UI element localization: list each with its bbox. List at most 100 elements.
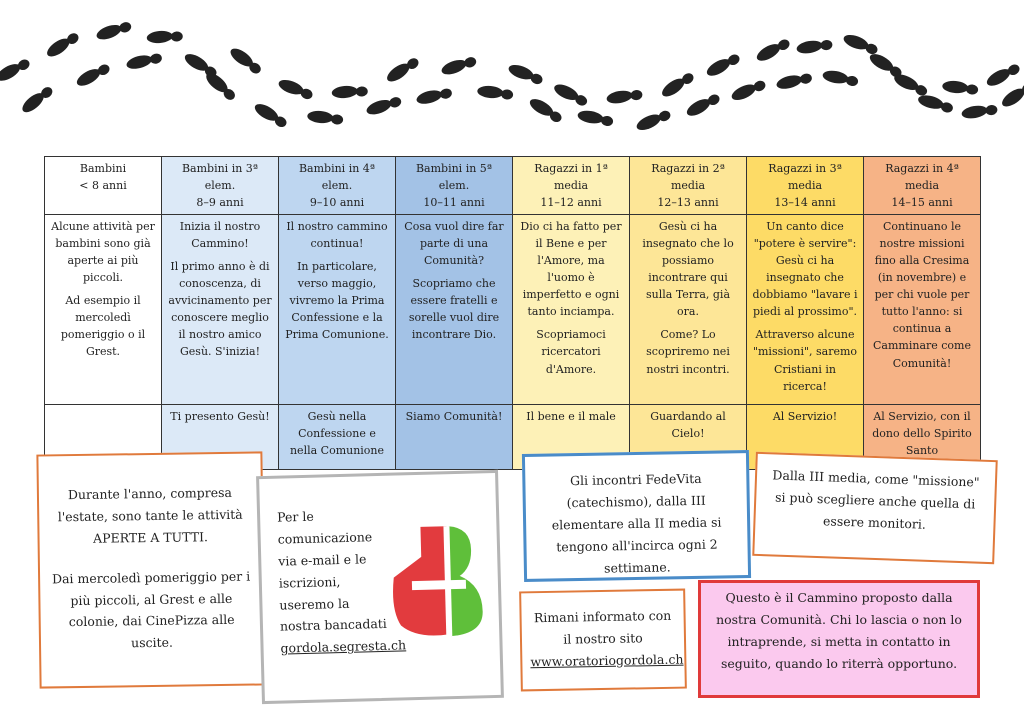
header-cell: Bambini in 5ª elem. 10–11 anni — [395, 155, 513, 216]
footer-cell: Gesù nella Confessione e nella Comunione — [278, 403, 396, 470]
column-title: Bambini in 5ª elem. — [415, 162, 493, 193]
footprint-icon — [986, 64, 1020, 86]
column-title: Ragazzi in 3ª media — [768, 162, 842, 193]
body-text: Il nostro cammino continua! — [286, 220, 388, 251]
body-text: Scopriamoci ricercatori d'Amore. — [536, 328, 606, 376]
column-age: 13–14 anni — [774, 196, 836, 210]
footprint-icon — [508, 65, 543, 85]
column-age: 14–15 anni — [891, 196, 953, 210]
column-age: 11–12 anni — [540, 196, 602, 210]
footprint-icon — [477, 85, 514, 100]
body-cell: Un canto dice "potere è servire": Gesù c… — [746, 214, 864, 405]
footprints-trail — [0, 22, 1024, 131]
footprint-icon — [961, 105, 998, 119]
footprint-icon — [636, 110, 671, 131]
body-text: Continuano le nostre missioni fino alla … — [873, 220, 971, 370]
body-cell: Dio ci ha fatto per il Bene e per l'Amor… — [512, 214, 630, 405]
column-age: < 8 anni — [79, 179, 127, 193]
column-title: Bambini in 4ª elem. — [298, 162, 376, 193]
monitors-box: Dalla III media, come "missione" si può … — [752, 451, 998, 565]
footprint-icon — [278, 80, 313, 100]
oratorio-logo-icon — [393, 526, 483, 637]
website-text: Rimani informato con il nostro sito — [533, 607, 672, 647]
footprint-icon — [843, 35, 878, 55]
footprint-icon — [387, 58, 419, 82]
website-link[interactable]: www.oratoriogordola.ch — [530, 651, 684, 670]
body-text: Cosa vuol dire far parte di una Comunità… — [404, 220, 504, 268]
footprint-icon — [796, 40, 833, 54]
body-text: Scopriamo che essere fratelli e sorelle … — [408, 277, 500, 342]
footprint-icon — [554, 84, 588, 106]
footprint-icon — [0, 59, 30, 81]
header-cell: Ragazzi in 1ª media 11–12 anni — [512, 155, 630, 216]
monitors-text: Dalla III media, come "missione" si può … — [772, 467, 980, 532]
body-cell: Alcune attività per bambini sono già ape… — [44, 214, 162, 405]
body-cell: Inizia il nostro Cammino! Il primo anno è… — [161, 214, 279, 405]
footprint-icon — [822, 70, 859, 87]
footprint-icon — [918, 95, 953, 113]
body-text: Ad esempio il mercoledì pomeriggio o il … — [60, 294, 146, 359]
communications-text: Per le comunicazione via e-mail e le isc… — [276, 508, 388, 635]
activities-open-box: Durante l'anno, compresa l'estate, sono … — [36, 451, 266, 689]
body-cell: Continuano le nostre missioni fino alla … — [863, 214, 981, 405]
body-text: Attraverso alcune "missioni", saremo Cri… — [752, 328, 858, 393]
footprint-icon — [96, 22, 132, 40]
table-header-row: Bambini < 8 anni Bambini in 3ª elem.8–9 a… — [44, 155, 981, 216]
footprint-icon — [22, 87, 53, 113]
footprint-icon — [307, 110, 344, 125]
footprint-icon — [942, 80, 979, 95]
footprint-icon — [126, 53, 162, 69]
column-age: 12–13 anni — [657, 196, 719, 210]
catechism-path-table: Bambini < 8 anni Bambini in 3ª elem.8–9 a… — [44, 155, 981, 470]
footprint-icon — [894, 74, 928, 96]
website-box: Rimani informato con il nostro sito www.… — [519, 588, 687, 692]
body-text: Gesù ci ha insegnato che lo possiamo inc… — [642, 220, 734, 319]
body-text: Alcune attività per bambini sono già ape… — [51, 220, 155, 285]
header-cell: Bambini in 4ª elem. 9–10 anni — [278, 155, 396, 216]
footprint-icon — [731, 80, 766, 101]
footprint-icon — [366, 97, 402, 115]
footprint-icon — [606, 90, 643, 104]
body-cell: Gesù ci ha insegnato che lo possiamo inc… — [629, 214, 747, 405]
header-cell: Bambini < 8 anni — [44, 155, 162, 216]
path-info-text: Questo è il Cammino proposto dalla nostr… — [716, 590, 962, 671]
body-text: Come? Lo scopriremo nei nostri incontri. — [646, 328, 730, 376]
header-cell: Ragazzi in 4ª media 14–15 anni — [863, 155, 981, 216]
footprint-icon — [776, 73, 812, 89]
header-cell: Ragazzi in 2ª media 12–13 anni — [629, 155, 747, 216]
body-cell: Cosa vuol dire far parte di una Comunità… — [395, 214, 513, 405]
column-title: Ragazzi in 1ª media — [534, 162, 608, 193]
body-text: Il primo anno è di conoscenza, di avvici… — [168, 260, 272, 359]
footprint-icon — [254, 104, 287, 128]
column-title: Bambini — [79, 162, 127, 175]
path-info-box: Questo è il Cammino proposto dalla nostr… — [698, 580, 980, 698]
table-body-row: Alcune attività per bambini sono già ape… — [44, 214, 981, 405]
footprint-icon — [756, 39, 790, 61]
activities-list-text: Dai mercoledì pomeriggio per i più picco… — [51, 568, 251, 651]
footprint-icon — [416, 88, 452, 104]
footprint-icon — [686, 94, 720, 116]
column-age: 10–11 anni — [423, 196, 485, 210]
footprint-icon — [706, 54, 740, 76]
body-text: Dio ci ha fatto per il Bene e per l'Amor… — [520, 220, 622, 319]
fedevita-box: Gli incontri FedeVita (catechismo), dall… — [521, 450, 752, 582]
footprint-icon — [146, 30, 183, 44]
header-cell: Ragazzi in 3ª media 13–14 anni — [746, 155, 864, 216]
fedevita-text: Gli incontri FedeVita (catechismo), dall… — [551, 470, 722, 576]
footprint-icon — [577, 110, 614, 127]
column-title: Bambini in 3ª elem. — [181, 162, 259, 193]
footprint-icon — [47, 33, 79, 57]
column-age: 9–10 anni — [309, 196, 365, 210]
activities-open-highlight: APERTE A TUTTI. — [92, 528, 209, 546]
footprint-icon — [230, 48, 261, 74]
footprint-icon — [331, 85, 368, 99]
header-cell: Bambini in 3ª elem.8–9 anni — [161, 155, 279, 216]
body-text: Inizia il nostro Cammino! — [179, 220, 261, 251]
column-title: Ragazzi in 2ª media — [651, 162, 725, 193]
column-title: Ragazzi in 4ª media — [885, 162, 959, 193]
footprint-icon — [529, 99, 562, 123]
footprint-icon — [441, 57, 477, 75]
activities-intro-text: Durante l'anno, compresa l'estate, sono … — [57, 484, 243, 525]
footprint-icon — [1002, 83, 1024, 107]
body-cell: Il nostro cammino continua!In particolar… — [278, 214, 396, 405]
